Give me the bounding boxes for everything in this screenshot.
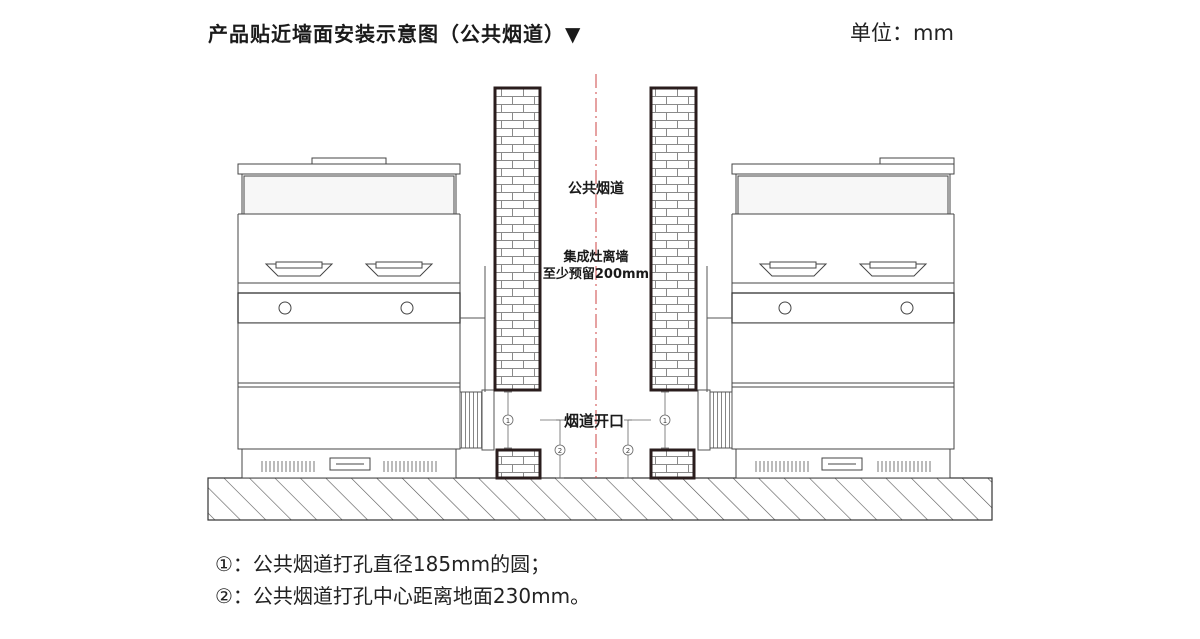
svg-text:2: 2 (626, 447, 630, 455)
public-flue-label: 公共烟道 (568, 180, 624, 197)
right-stove (731, 157, 955, 479)
note-1: ①：公共烟道打孔直径185mm的圆； (215, 552, 551, 576)
svg-text:2: 2 (558, 447, 562, 455)
note-2: ②：公共烟道打孔中心距离地面230mm。 (215, 584, 591, 608)
svg-text:1: 1 (663, 417, 667, 425)
unit-label: 单位：mm (850, 21, 954, 45)
left-flue-wall (493, 86, 542, 480)
marker-2-right: 2 (622, 444, 634, 456)
diagram-title: 产品贴近墙面安装示意图（公共烟道）▼ (208, 22, 582, 46)
left-stove (237, 157, 461, 479)
flue-opening-label: 烟道开口 (564, 412, 624, 430)
floor (207, 477, 993, 521)
marker-1-right: 1 (659, 414, 671, 426)
distance-label-line1: 集成灶离墙 (562, 249, 628, 265)
distance-label-line2: 至少预留200mm (543, 266, 649, 282)
svg-text:1: 1 (506, 417, 510, 425)
marker-2-left: 2 (554, 444, 566, 456)
left-exhaust-pipe (459, 266, 495, 451)
marker-1-left: 1 (502, 414, 514, 426)
notes: ①：公共烟道打孔直径185mm的圆； ②：公共烟道打孔中心距离地面230mm。 (215, 548, 590, 612)
right-exhaust-pipe (697, 266, 733, 451)
right-flue-wall (649, 86, 698, 480)
